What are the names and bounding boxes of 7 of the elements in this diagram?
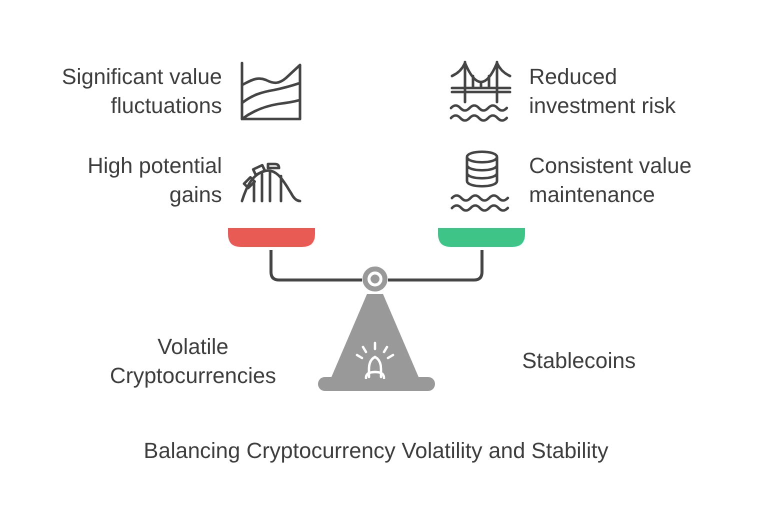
caption: Balancing Cryptocurrency Volatility and Stability	[144, 438, 608, 463]
side-label: Volatile Cryptocurrencies	[110, 334, 276, 388]
feature-text: Significant value fluctuations	[62, 64, 222, 118]
feature-text: High potential gains	[87, 153, 222, 207]
feature-text: Consistent value maintenance	[529, 153, 692, 207]
feature-text: Reduced investment risk	[529, 64, 676, 118]
side-label: Stablecoins	[522, 348, 636, 373]
